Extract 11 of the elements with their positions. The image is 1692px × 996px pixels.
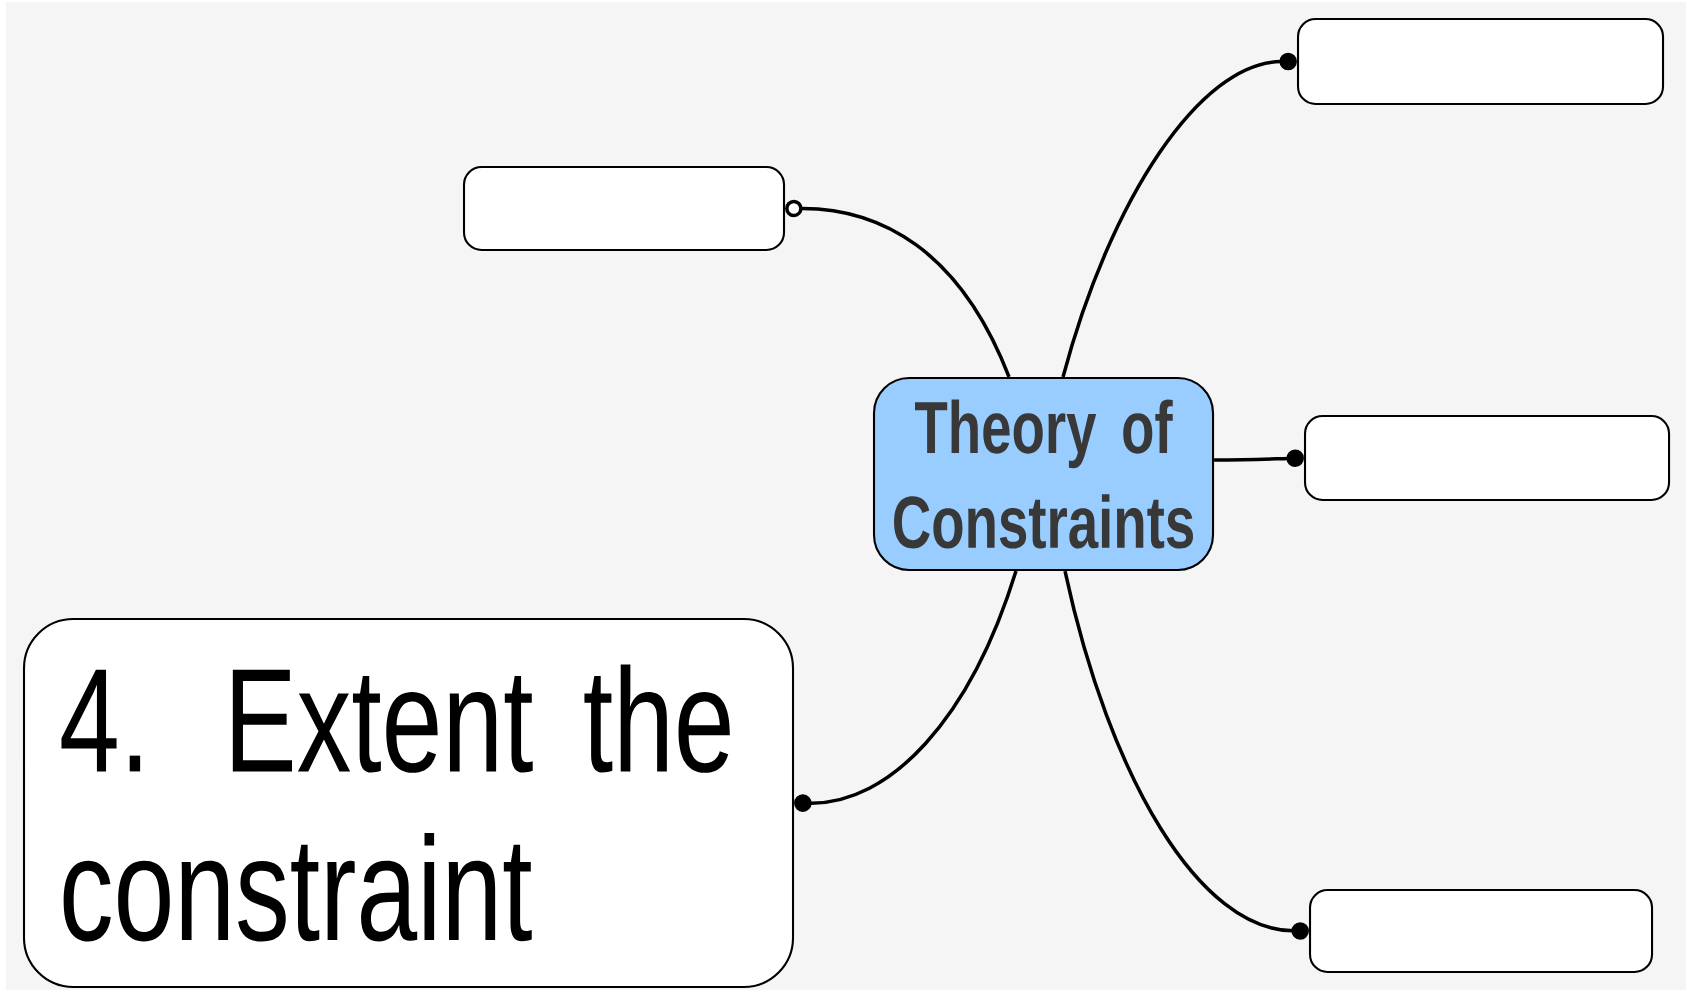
topic-box: Theory of Constraints xyxy=(872,376,1215,572)
connector xyxy=(1214,449,1304,468)
branch-box xyxy=(1308,888,1654,974)
connector xyxy=(1061,52,1297,378)
branch-box xyxy=(1303,414,1671,502)
branch-box: 4. Extent the constraint xyxy=(22,617,795,989)
branch-box xyxy=(1296,17,1665,106)
connector xyxy=(794,570,1018,812)
connector xyxy=(1063,570,1309,940)
branch-box xyxy=(462,165,786,252)
connector xyxy=(785,199,1011,378)
